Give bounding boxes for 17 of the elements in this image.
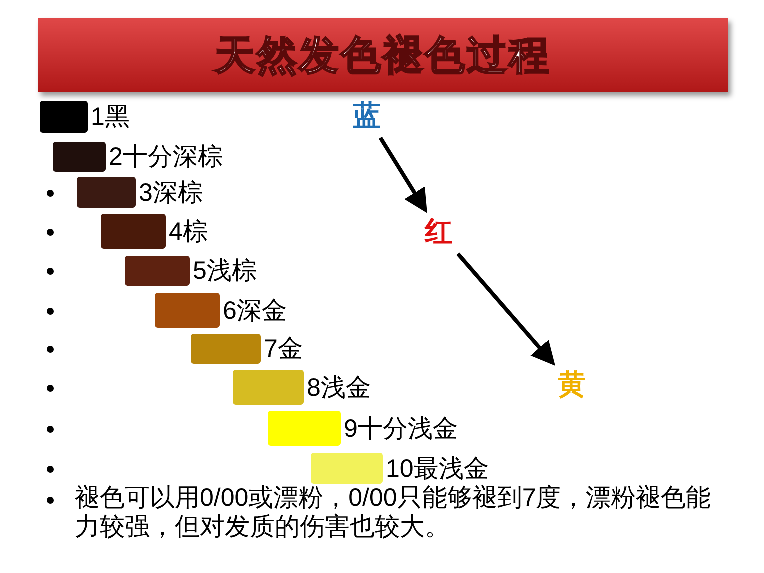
swatch-label: 3深棕 <box>139 178 203 208</box>
swatch-label: 7金 <box>264 334 303 364</box>
note-text: 褪色可以用0/00或漂粉，0/00只能够褪到7度，漂粉褪色能力较强，但对发质的伤害也较大。 <box>75 484 712 542</box>
color-word: 黄 <box>558 369 586 401</box>
title: 天然发色褪色过程 <box>215 32 551 80</box>
color-word: 蓝 <box>353 100 381 132</box>
swatch-label: 4棕 <box>169 216 208 246</box>
swatch-label: 6深金 <box>223 296 287 326</box>
arrow <box>378 136 428 214</box>
color-word: 红 <box>425 216 453 248</box>
swatch-label: 5浅棕 <box>193 256 257 286</box>
swatch-label: 2十分深棕 <box>109 142 223 172</box>
arrow <box>456 252 556 366</box>
swatch-label: 1黑 <box>91 102 130 132</box>
swatch-label: 9十分浅金 <box>344 414 458 444</box>
swatch-label: 8浅金 <box>307 372 371 402</box>
swatch-label: 10最浅金 <box>386 454 489 484</box>
